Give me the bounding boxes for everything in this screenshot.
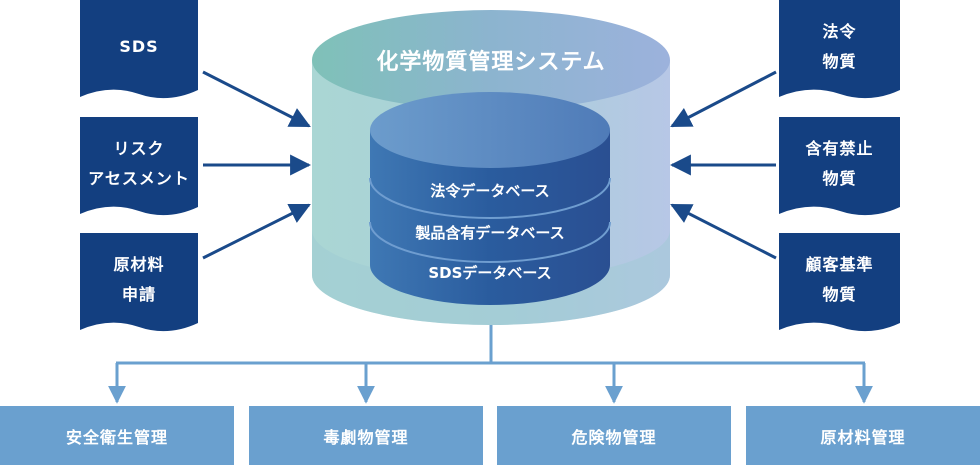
- left-input-risk-assessment: リスク アセスメント: [88, 139, 190, 188]
- output-raw-material-control: 原材料管理: [746, 406, 980, 465]
- doc-shape-prohibited: [779, 117, 900, 216]
- db-label-product: 製品含有データベース: [415, 224, 565, 242]
- doc-shape-material-request: [80, 233, 198, 332]
- doc-shape-sds: [80, 0, 198, 99]
- right-input-regulated-substances: 法令 物質: [822, 22, 857, 71]
- database-stack: [369, 92, 611, 305]
- output-hazardous-control: 危険物管理: [497, 406, 731, 465]
- arrow-sds: [202, 70, 311, 128]
- system-title: 化学物質管理システム: [376, 50, 606, 75]
- db-label-sds: SDSデータベース: [428, 264, 552, 282]
- input-arrows: [202, 70, 777, 260]
- doc-shape-risk: [80, 117, 198, 216]
- arrow-material-request: [202, 203, 311, 260]
- doc-shape-regulated: [779, 0, 900, 99]
- output-poison-control: 毒劇物管理: [249, 406, 483, 465]
- db-label-law: 法令データベース: [430, 182, 550, 200]
- output-safety-health: 安全衛生管理: [0, 406, 234, 465]
- right-input-prohibited-substances: 含有禁止 物質: [805, 139, 874, 188]
- arrow-customer: [670, 203, 777, 260]
- doc-shape-customer: [779, 233, 900, 332]
- arrow-regulated: [670, 70, 777, 128]
- right-doc-shapes: [779, 0, 900, 332]
- left-input-material-request: 原材料 申請: [113, 255, 165, 304]
- right-input-customer-substances: 顧客基準 物質: [805, 255, 874, 304]
- left-doc-shapes: [80, 0, 198, 332]
- left-input-sds: SDS: [119, 37, 159, 56]
- output-connectors: [108, 325, 873, 404]
